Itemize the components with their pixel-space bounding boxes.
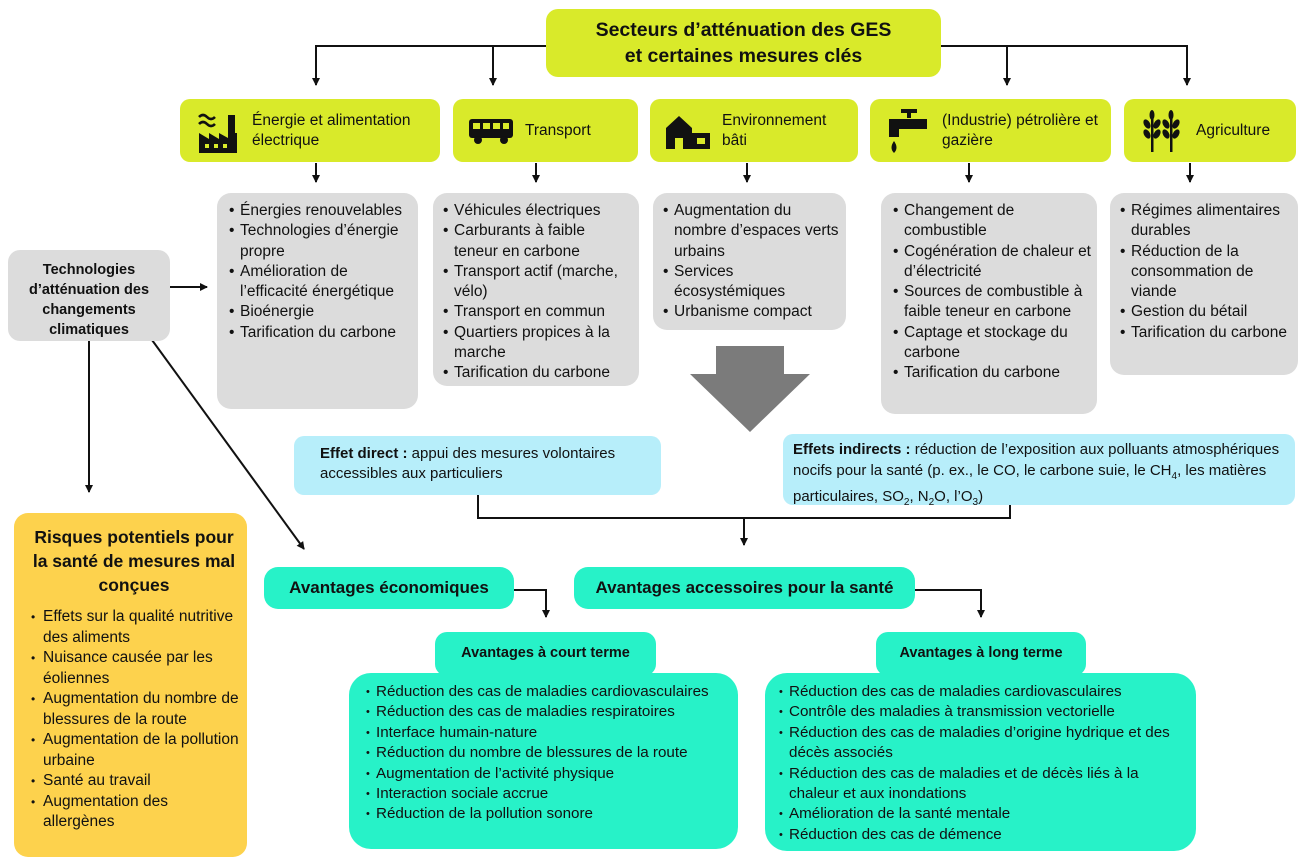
faucet-icon [884,107,932,155]
list-item: Tarification du carbone [893,363,1091,384]
economic-benefits-pill: Avantages économiques [264,567,514,609]
indirect-effects-text: , les matières particulaires, SO [793,461,1267,506]
list-item: Contrôle des maladies à transmission vec… [779,702,1190,723]
list-item: Quartiers propices à la marche [443,323,633,364]
list-item: Technologies d’énergie propre [229,221,408,262]
indirect-effects-box: Effets indirects : réduction de l’exposi… [783,434,1295,508]
indirect-effects-label: Effets indirects : [793,441,911,458]
list-item: Urbanisme compact [663,302,840,323]
sector-label: (Industrie) pétrolière et gazière [942,111,1098,149]
short-term-title-tab: Avantages à court terme [435,632,656,676]
list-item: Transport actif (marche, vélo) [443,262,633,303]
technologies-box: Technologies d’atténuation des changemen… [8,250,170,341]
list-item: Énergies renouvelables [229,201,408,222]
list-item: Réduction des cas de maladies et de décè… [779,764,1190,805]
sector-agriculture-header: Agriculture [1124,99,1296,162]
list-item: Interaction sociale accrue [366,784,732,805]
main-title-line2: et certaines mesures clés [624,45,863,67]
sector-label: Transport [525,121,591,139]
list-item: Réduction des cas de maladies cardiovasc… [779,682,1190,703]
list-item: Réduction de la pollution sonore [366,804,732,825]
health-benefits-pill: Avantages accessoires pour la santé [574,567,915,609]
list-item: Effets sur la qualité nutritive des alim… [31,607,239,648]
list-item: Réduction des cas de maladies respiratoi… [366,702,732,723]
list-item: Tarification du carbone [1120,323,1294,344]
list-item: Augmentation du nombre de blessures de l… [31,689,239,730]
list-item: Réduction du nombre de blessures de la r… [366,743,732,764]
sector-oil-gas-measures: Changement de combustible Cogénération d… [881,193,1097,414]
main-title-line1: Secteurs d’atténuation des GES [595,19,892,41]
subscript: 3 [972,497,979,508]
list-item: Changement de combustible [893,201,1091,242]
long-term-title-tab: Avantages à long terme [876,632,1086,676]
sector-label: Environnement bâti [722,111,827,149]
bus-icon [467,107,515,155]
factory-icon [194,107,242,155]
list-item: Réduction de la consommation de viande [1120,242,1294,303]
sector-energy-header: Énergie et alimentation électrique [180,99,440,162]
subscript: 2 [903,497,910,508]
subscript: 4 [1171,470,1178,482]
indirect-effects-text: O, l’O [934,488,973,505]
main-title-box: Secteurs d’atténuation des GES et certai… [546,9,941,77]
list-item: Cogénération de chaleur et d’électricité [893,242,1091,283]
sector-agriculture-measures: Régimes alimentaires durables Réduction … [1110,193,1298,375]
short-term-box: Réduction des cas de maladies cardiovasc… [349,673,738,849]
indirect-effects-text: réduction de l’exposition aux polluants … [793,441,1280,479]
sector-transport-measures: Véhicules électriques Carburants à faibl… [433,193,639,386]
list-item: Réduction des cas de maladies d’origine … [779,723,1190,764]
house-icon [664,107,712,155]
economic-benefits-label: Avantages économiques [289,578,489,597]
risks-title: Risques potentiels pour la santé de mesu… [32,527,236,595]
list-item: Nuisance causée par les éoliennes [31,648,239,689]
sector-built-env-measures: Augmentation du nombre d’espaces verts u… [653,193,846,330]
indirect-effects-text: , N [909,488,929,505]
list-item: Tarification du carbone [443,363,633,384]
long-term-box: Réduction des cas de maladies cardiovasc… [765,673,1196,851]
list-item: Carburants à faible teneur en carbone [443,221,633,262]
indirect-effects-text: ) [978,488,984,505]
direct-effect-box: Effet direct : appui des mesures volonta… [294,436,661,495]
list-item: Bioénergie [229,302,408,323]
list-item: Véhicules électriques [443,201,633,222]
sector-transport-header: Transport [453,99,638,162]
list-item: Augmentation de la pollution urbaine [31,730,239,771]
list-item: Régimes alimentaires durables [1120,201,1294,242]
list-item: Tarification du carbone [229,323,408,344]
list-item: Amélioration de la santé mentale [779,804,1190,825]
wheat-icon [1138,107,1186,155]
list-item: Services écosystémiques [663,262,840,303]
list-item: Santé au travail [31,771,239,792]
big-down-arrow-icon [690,346,810,432]
technologies-label: Technologies d’atténuation des changemen… [28,262,150,338]
health-benefits-label: Avantages accessoires pour la santé [595,578,894,597]
short-term-title: Avantages à court terme [461,645,630,661]
sector-energy-measures: Énergies renouvelables Technologies d’én… [217,193,418,409]
list-item: Interface humain-nature [366,723,732,744]
list-item: Réduction des cas de maladies cardiovasc… [366,682,732,703]
list-item: Captage et stockage du carbone [893,323,1091,364]
long-term-title: Avantages à long terme [899,645,1063,661]
list-item: Sources de combustible à faible teneur e… [893,282,1091,323]
risks-box: Risques potentiels pour la santé de mesu… [14,513,247,857]
direct-effect-text: appui des mesures volontaires accessible… [320,445,616,482]
list-item: Transport en commun [443,302,633,323]
direct-effect-label: Effet direct : [320,445,408,462]
list-item: Réduction des cas de démence [779,825,1190,846]
list-item: Augmentation du nombre d’espaces verts u… [663,201,840,262]
list-item: Gestion du bétail [1120,302,1294,323]
sector-built-env-header: Environnement bâti [650,99,858,162]
subscript: 2 [928,497,935,508]
sector-label: Agriculture [1196,121,1271,139]
list-item: Amélioration de l’efficacité énergétique [229,262,408,303]
list-item: Augmentation de l’activité physique [366,764,732,785]
list-item: Augmentation des allergènes [31,792,239,833]
sector-label: Énergie et alimentation électrique [252,111,411,149]
sector-oil-gas-header: (Industrie) pétrolière et gazière [870,99,1111,162]
